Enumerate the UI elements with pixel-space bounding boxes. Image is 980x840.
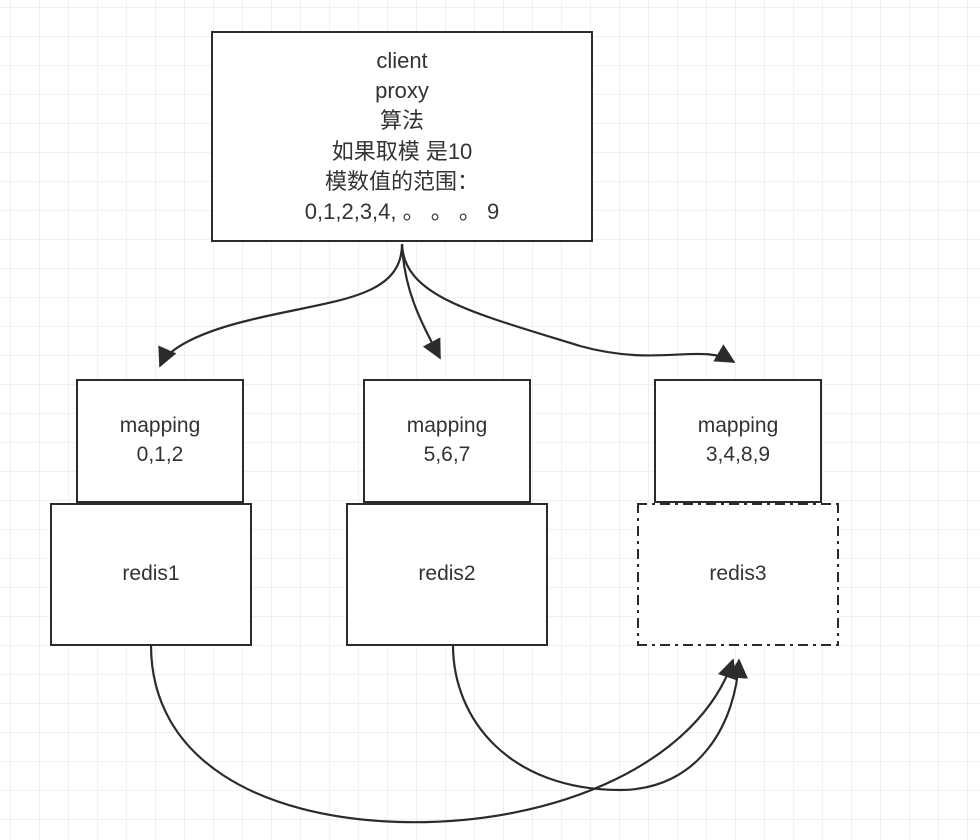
redis-node-2[interactable]: redis2 [346, 503, 548, 646]
mapping-node-1[interactable]: mapping 0,1,2 [76, 379, 244, 503]
redis-label-3: redis3 [709, 562, 767, 586]
mapping-label-3: mapping [697, 414, 779, 438]
redis-node-1[interactable]: redis1 [50, 503, 252, 646]
client-proxy-node[interactable]: client proxy 算法 如果取模 是10 模数值的范围： 0,1,2,3… [211, 31, 593, 242]
client-line-4: 如果取模 是10 [331, 138, 473, 164]
edge-client-to-mapping-3 [400, 243, 736, 363]
edge-client-to-mapping-1 [158, 243, 404, 368]
mapping-label-2: mapping [406, 414, 488, 438]
mapping-label-1: mapping [119, 414, 201, 438]
edge-client-to-mapping-2 [400, 243, 441, 360]
edge-redis2-to-redis3 [451, 644, 749, 792]
mapping-values-2: 5,6,7 [423, 443, 471, 466]
edge-redis1-to-redis3 [149, 644, 737, 824]
client-line-1: client [376, 48, 428, 74]
mapping-node-3[interactable]: mapping 3,4,8,9 [654, 379, 822, 503]
client-line-2: proxy [375, 78, 429, 104]
client-line-5: 模数值的范围： [324, 168, 479, 194]
redis-node-3[interactable]: redis3 [637, 503, 839, 646]
mapping-values-1: 0,1,2 [136, 443, 184, 466]
redis-label-1: redis1 [122, 562, 180, 586]
mapping-node-2[interactable]: mapping 5,6,7 [363, 379, 531, 503]
client-line-3: 算法 [379, 108, 424, 134]
redis-label-2: redis2 [418, 562, 476, 586]
client-line-6: 0,1,2,3,4, 。 。 。 9 [304, 198, 500, 224]
mapping-values-3: 3,4,8,9 [705, 443, 771, 466]
